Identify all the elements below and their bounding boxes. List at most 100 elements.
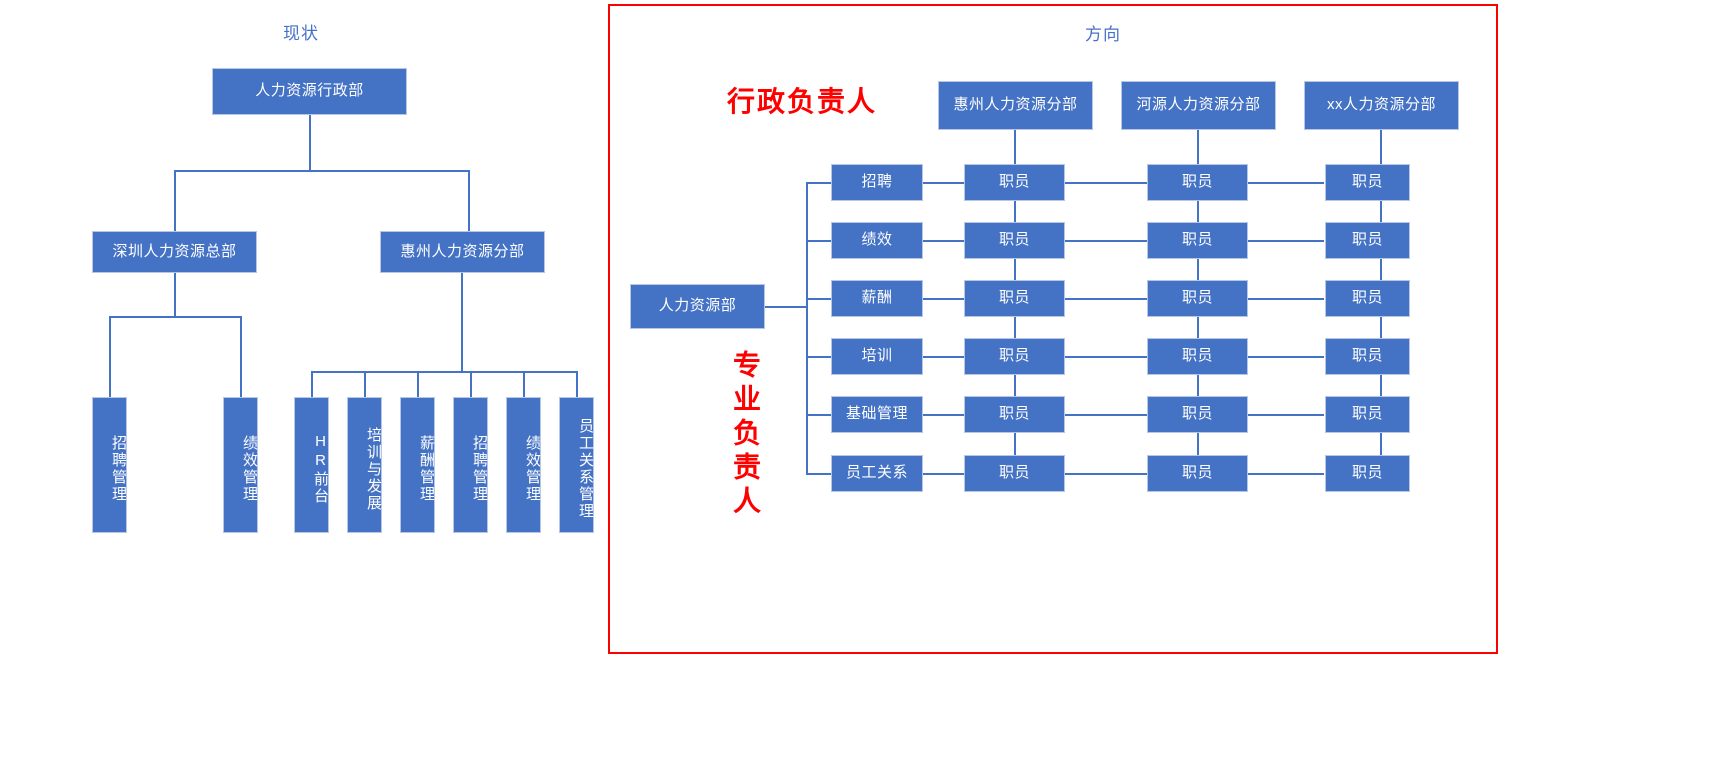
link-r4-c2 [1065,356,1148,358]
staff-r3-c1[interactable]: 职员 [964,280,1065,317]
link-r2-c3 [1248,240,1324,242]
node-employee-relations-management[interactable]: 员工关系管理 [559,397,594,533]
staff-r1-c3[interactable]: 职员 [1325,164,1410,201]
connector-huizhou-child-5 [523,371,525,398]
node-performance-management-hz[interactable]: 绩效管理 [506,397,541,533]
connector-function-6 [806,473,832,475]
staff-r6-c1[interactable]: 职员 [964,455,1065,492]
connector-to-huizhou [468,170,470,232]
staff-r3-c2[interactable]: 职员 [1147,280,1248,317]
node-label: 惠州人力资源分部 [953,96,1078,114]
node-label: 职员 [998,173,1030,191]
connector-function-4 [806,356,832,358]
staff-r4-c2[interactable]: 职员 [1147,338,1248,375]
function-recruitment[interactable]: 招聘 [831,164,923,201]
node-label: 职员 [998,464,1030,482]
node-label: HR前台 [312,433,329,505]
staff-r3-c3[interactable]: 职员 [1325,280,1410,317]
node-hr-front-desk[interactable]: HR前台 [294,397,329,533]
function-performance[interactable]: 绩效 [831,222,923,259]
link-r1-c2 [1065,182,1148,184]
function-employee-relations[interactable]: 员工关系 [831,455,923,492]
node-label: 职员 [1351,173,1383,191]
node-recruitment-management-hz[interactable]: 招聘管理 [453,397,488,533]
connector-shenzhen-child-2 [240,316,242,398]
node-label: 职员 [1181,173,1213,191]
node-label: 职员 [1181,464,1213,482]
connector-huizhou-child-6 [576,371,578,398]
right-panel-title: 方向 [1085,25,1121,44]
branch-huizhou-hr[interactable]: 惠州人力资源分部 [938,81,1093,130]
node-hr-department[interactable]: 人力资源部 [630,284,765,329]
connector-root-down [309,115,311,171]
staff-r2-c1[interactable]: 职员 [964,222,1065,259]
connector-shenzhen-bus [109,316,241,318]
connector-shenzhen-down [174,273,176,317]
node-label: 职员 [1351,289,1383,307]
link-r4-c1 [923,356,965,358]
node-shenzhen-hr-headquarters[interactable]: 深圳人力资源总部 [92,231,257,273]
link-r5-c3 [1248,414,1324,416]
node-performance-management-sz[interactable]: 绩效管理 [223,397,258,533]
function-training[interactable]: 培训 [831,338,923,375]
link-r1-c1 [923,182,965,184]
connector-huizhou-bus [311,371,577,373]
connector-to-shenzhen [174,170,176,232]
link-r1-c3 [1248,182,1324,184]
node-label: 绩效管理 [524,435,541,503]
link-r3-c3 [1248,298,1324,300]
node-label: 职员 [1181,289,1213,307]
connector-shenzhen-child-1 [109,316,111,398]
connector-function-3 [806,298,832,300]
node-training-and-development[interactable]: 培训与发展 [347,397,382,533]
connector-function-2 [806,240,832,242]
connector-huizhou-down [461,273,463,372]
staff-r6-c2[interactable]: 职员 [1147,455,1248,492]
node-hr-admin-department[interactable]: 人力资源行政部 [212,68,407,115]
staff-r6-c3[interactable]: 职员 [1325,455,1410,492]
node-label: 职员 [998,231,1030,249]
link-r6-c2 [1065,473,1148,475]
staff-r2-c2[interactable]: 职员 [1147,222,1248,259]
connector-huizhou-child-1 [311,371,313,398]
staff-r5-c1[interactable]: 职员 [964,396,1065,433]
connector-huizhou-child-4 [470,371,472,398]
branch-xx-hr[interactable]: xx人力资源分部 [1304,81,1459,130]
link-r6-c3 [1248,473,1324,475]
link-r6-c1 [923,473,965,475]
staff-r5-c2[interactable]: 职员 [1147,396,1248,433]
staff-r4-c1[interactable]: 职员 [964,338,1065,375]
node-compensation-management[interactable]: 薪酬管理 [400,397,435,533]
left-panel-title: 现状 [283,24,319,43]
staff-r1-c1[interactable]: 职员 [964,164,1065,201]
function-basic-management[interactable]: 基础管理 [831,396,923,433]
branch-heyuan-hr[interactable]: 河源人力资源分部 [1121,81,1276,130]
node-recruitment-management-sz[interactable]: 招聘管理 [92,397,127,533]
connector-huizhou-child-3 [417,371,419,398]
staff-r1-c2[interactable]: 职员 [1147,164,1248,201]
node-label: 职员 [1181,405,1213,423]
connector-function-1 [806,182,832,184]
staff-r5-c3[interactable]: 职员 [1325,396,1410,433]
node-label: 员工关系管理 [577,418,594,520]
function-compensation[interactable]: 薪酬 [831,280,923,317]
node-label: 河源人力资源分部 [1136,96,1261,114]
node-label: 培训 [861,347,893,365]
staff-r2-c3[interactable]: 职员 [1325,222,1410,259]
link-r3-c1 [923,298,965,300]
node-label: 职员 [1181,347,1213,365]
node-huizhou-hr-branch[interactable]: 惠州人力资源分部 [380,231,545,273]
node-label: 职员 [998,347,1030,365]
node-label: 惠州人力资源分部 [400,242,525,260]
node-label: 招聘管理 [110,435,127,503]
admin-responsible-label: 行政负责人 [727,86,878,117]
node-label: 员工关系 [845,464,908,482]
node-label: 绩效管理 [241,435,258,503]
link-r3-c2 [1065,298,1148,300]
node-label: 人力资源行政部 [255,82,364,100]
link-r5-c2 [1065,414,1148,416]
connector-level2-bus [175,170,469,172]
staff-r4-c3[interactable]: 职员 [1325,338,1410,375]
node-label: 绩效 [861,231,893,249]
